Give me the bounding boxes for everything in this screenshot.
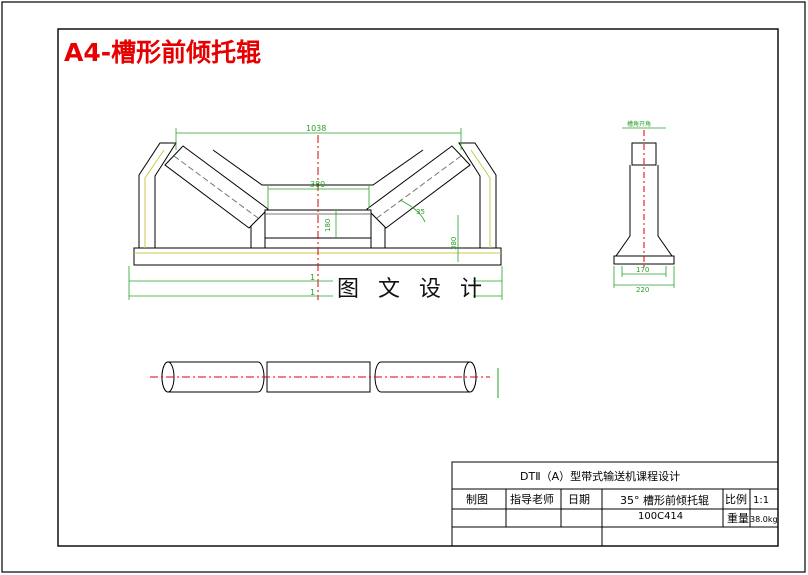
side-dim-220: 220 [636, 286, 649, 294]
tb-part-code: 100C414 [638, 511, 683, 522]
side-dim-top: 槽角开角 [627, 120, 651, 128]
dim-height-small: 180 [324, 219, 332, 232]
inner-frame [57, 28, 779, 547]
side-view [613, 130, 675, 268]
tb-scale-value: 1:1 [753, 495, 769, 506]
tb-scale-label: 比例 [725, 492, 747, 506]
watermark-bg [333, 272, 473, 302]
tb-weight-value: 38.0kg [750, 515, 778, 524]
front-view [133, 135, 502, 300]
dim-overall-width: 1038 [306, 124, 326, 133]
tb-date: 日期 [568, 493, 590, 506]
title-block [451, 461, 779, 547]
dim-height-large: 380 [450, 237, 458, 250]
right-roller [366, 145, 471, 229]
dim-35: 35 [416, 208, 425, 216]
tb-drawn-by: 制图 [466, 493, 488, 506]
tb-part-name: 35° 槽形前倾托辊 [620, 493, 709, 507]
tb-weight-label: 重量 [727, 511, 749, 525]
side-dim-170: 170 [636, 266, 649, 274]
left-roller [164, 145, 269, 229]
left-bracket [138, 142, 177, 248]
dim-bottom-2: 1 [310, 288, 315, 297]
tb-advisor: 指导老师 [510, 492, 554, 506]
watermark-text: 图 文 设 计 [337, 277, 488, 302]
tb-project: DTⅡ（A）型带式输送机课程设计 [520, 469, 680, 483]
top-view [150, 361, 499, 398]
right-bracket [458, 142, 497, 248]
dim-bottom-1: 1 [310, 273, 315, 282]
side-dimensions [613, 127, 675, 288]
dim-middle-roller: 380 [310, 180, 325, 189]
sheet-title: A4-槽形前倾托辊 [64, 38, 261, 67]
belt-outline [212, 149, 424, 186]
